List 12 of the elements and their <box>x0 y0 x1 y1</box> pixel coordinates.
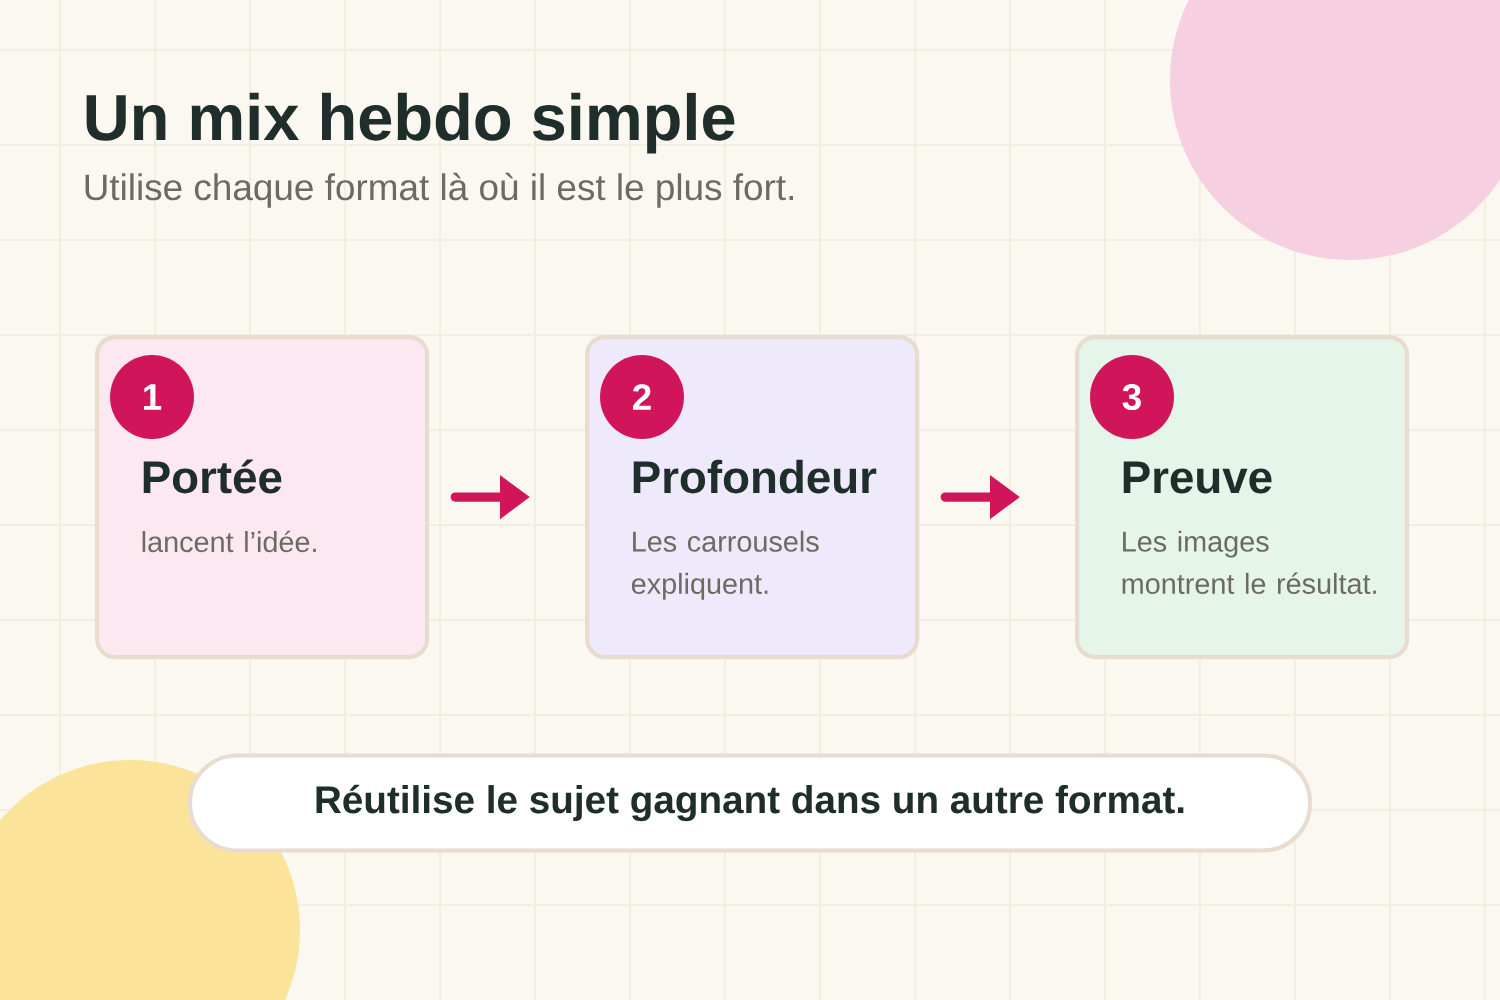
number-badge: 1 <box>110 355 194 439</box>
title: Un mix hebdo simple <box>86 92 735 154</box>
card-text: Les images montrent le résultat. <box>1122 530 1376 595</box>
number-badge: 3 <box>1090 355 1174 439</box>
subtitle: Utilise chaque format là où il est le plus fort. <box>85 172 793 208</box>
card-text: Les carrousels expliquent. <box>631 530 819 600</box>
card-heading: Portée <box>143 459 282 494</box>
card-heading: Profondeur <box>633 459 877 494</box>
card-heading: Preuve <box>1123 461 1272 494</box>
card-text: lancent l’idée. <box>142 530 316 553</box>
message-pill: Réutilise le sujet gagnant dans un autre format. <box>187 753 1313 853</box>
number-badge: 2 <box>600 355 684 439</box>
